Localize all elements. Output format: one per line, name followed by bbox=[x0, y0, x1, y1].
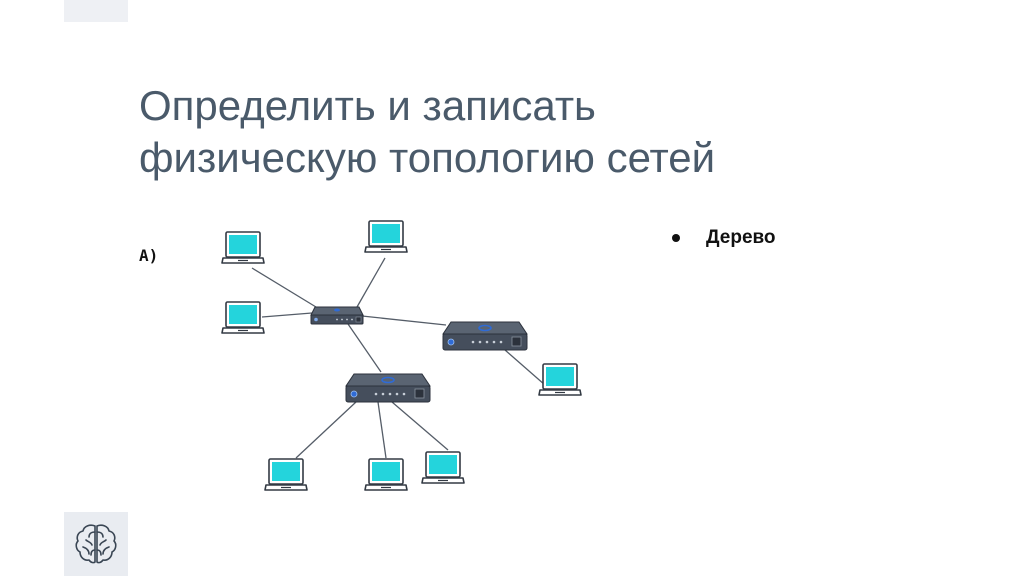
answer-text: Дерево bbox=[706, 227, 776, 248]
title-line-1: Определить и записать bbox=[139, 82, 596, 129]
laptop-icon bbox=[364, 458, 408, 491]
task-label: А) bbox=[139, 246, 159, 265]
title-line-2: физическую топологию сетей bbox=[139, 134, 716, 181]
brain-icon bbox=[75, 524, 117, 564]
laptop-icon bbox=[221, 231, 265, 264]
laptop-icon bbox=[264, 458, 308, 491]
network-switch-icon bbox=[345, 373, 431, 403]
logo-box bbox=[64, 512, 128, 576]
laptop-icon bbox=[221, 301, 265, 334]
top-tab bbox=[64, 0, 128, 22]
laptop-icon bbox=[364, 220, 408, 253]
network-switch-icon bbox=[310, 306, 364, 325]
answer-bullet: Дерево bbox=[672, 227, 776, 249]
bullet-icon bbox=[672, 234, 680, 242]
laptop-icon bbox=[538, 363, 582, 396]
slide-title: Определить и записать физическую тополог… bbox=[139, 80, 899, 184]
laptop-icon bbox=[421, 451, 465, 484]
network-switch-icon bbox=[442, 321, 528, 351]
